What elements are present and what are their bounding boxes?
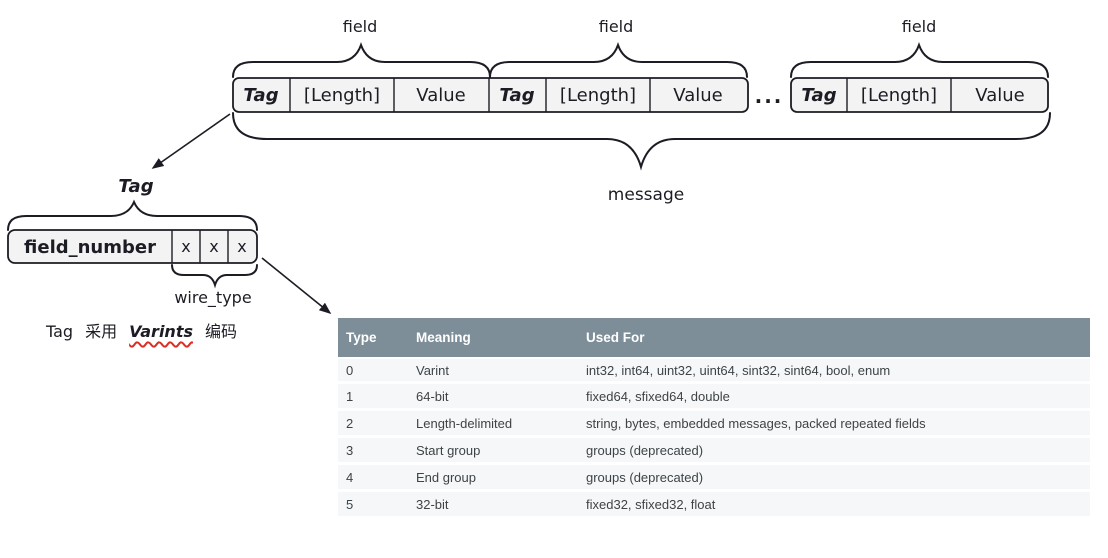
value-cell-1: Value [416, 85, 465, 106]
field-row-box-3 [790, 77, 1049, 113]
cell-meaning: Start group [408, 438, 578, 465]
tag-brace [7, 199, 258, 231]
length-cell-1: [Length] [304, 85, 380, 106]
cell-used-for: fixed64, sfixed64, double [578, 384, 1090, 411]
tag-cell-1: Tag [243, 85, 278, 106]
cell-meaning: 32-bit [408, 492, 578, 519]
wire-type-label: wire_type [174, 288, 251, 308]
note-text-after: 编码 [204, 322, 237, 341]
table-row: 3 Start group groups (deprecated) [338, 438, 1090, 465]
table-pointer-arrow [261, 257, 332, 315]
cell-meaning: End group [408, 465, 578, 492]
length-cell-2: [Length] [560, 85, 636, 106]
message-structure-diagram: field field field Tag [Length] Value Tag… [7, 17, 1051, 315]
cell-used-for: groups (deprecated) [578, 438, 1090, 465]
field-number-box [7, 229, 258, 264]
table-header-row: Type Meaning Used For [338, 318, 1090, 357]
cell-type: 4 [338, 465, 408, 492]
note-varints: Varints [129, 322, 193, 341]
value-cell-3: Value [975, 85, 1024, 106]
field-label-2: field [599, 17, 634, 36]
table-row: 4 End group groups (deprecated) [338, 465, 1090, 492]
wire-type-bit-1: x [181, 237, 190, 256]
wire-type-brace [171, 264, 258, 289]
cell-used-for: string, bytes, embedded messages, packed… [578, 411, 1090, 438]
tag-pointer-arrow [151, 113, 231, 169]
cell-used-for: groups (deprecated) [578, 465, 1090, 492]
cell-used-for: fixed32, sfixed32, float [578, 492, 1090, 519]
varint-note: Tag 采用 Varints 编码 [46, 318, 237, 342]
value-cell-2: Value [673, 85, 722, 106]
tag-pointer-label: Tag [118, 176, 153, 197]
wire-type-bit-3: x [237, 237, 246, 256]
header-used-for: Used For [578, 318, 1090, 357]
message-brace [232, 112, 1051, 171]
wire-type-table: Type Meaning Used For 0 Varint int32, in… [338, 318, 1090, 519]
header-type: Type [338, 318, 408, 357]
field-row-box [232, 77, 749, 113]
wire-type-bit-2: x [209, 237, 218, 256]
tag-cell-3: Tag [801, 85, 836, 106]
table-row: 0 Varint int32, int64, uint32, uint64, s… [338, 357, 1090, 384]
cell-type: 2 [338, 411, 408, 438]
tag-cell-2: Tag [499, 85, 534, 106]
table-row: 2 Length-delimited string, bytes, embedd… [338, 411, 1090, 438]
cell-meaning: Varint [408, 357, 578, 384]
field-brace-1 [232, 41, 491, 78]
field-brace-2 [489, 41, 748, 78]
field-label-1: field [343, 17, 378, 36]
cell-type: 3 [338, 438, 408, 465]
field-label-3: field [902, 17, 937, 36]
table-row: 5 32-bit fixed32, sfixed32, float [338, 492, 1090, 519]
length-cell-3: [Length] [861, 85, 937, 106]
cell-type: 0 [338, 357, 408, 384]
field-brace-3 [790, 41, 1049, 78]
note-text-before: 采用 [85, 322, 118, 341]
message-label: message [608, 185, 684, 205]
cell-meaning: 64-bit [408, 384, 578, 411]
note-tag: Tag [46, 322, 74, 341]
field-number-cell: field_number [24, 237, 156, 258]
header-meaning: Meaning [408, 318, 578, 357]
wire-type-table-container: Type Meaning Used For 0 Varint int32, in… [338, 318, 1090, 519]
table-row: 1 64-bit fixed64, sfixed64, double [338, 384, 1090, 411]
ellipsis: ... [755, 84, 784, 108]
cell-type: 1 [338, 384, 408, 411]
cell-type: 5 [338, 492, 408, 519]
cell-used-for: int32, int64, uint32, uint64, sint32, si… [578, 357, 1090, 384]
cell-meaning: Length-delimited [408, 411, 578, 438]
